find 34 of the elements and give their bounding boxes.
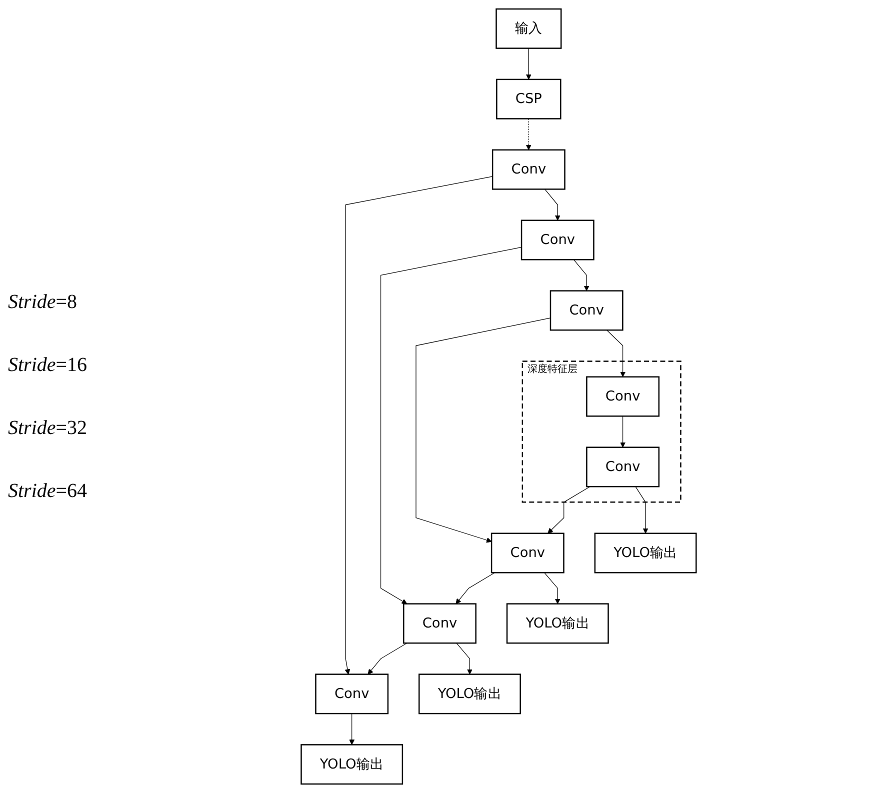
node-box: Conv <box>315 674 389 714</box>
arrow <box>526 118 532 150</box>
node-box: Conv <box>586 376 660 417</box>
arrow <box>635 486 649 534</box>
node-box: Conv <box>550 290 624 331</box>
node-box: YOLO输出 <box>506 603 610 644</box>
node-box: Conv <box>521 220 595 260</box>
node-box: Conv <box>403 603 477 644</box>
node-box: Conv <box>586 446 660 488</box>
node-box: YOLO输出 <box>418 674 522 714</box>
arrow <box>456 572 496 604</box>
stride-label: Stride=64 <box>8 480 88 502</box>
arrow <box>544 572 561 604</box>
node-box: Conv <box>492 149 566 190</box>
arrow <box>606 330 626 378</box>
arrow <box>544 188 561 221</box>
arrow <box>416 318 552 543</box>
stride-label: Stride=8 <box>8 290 78 314</box>
stride-label: Stride=16 <box>8 354 88 376</box>
node-box: Conv <box>491 532 565 574</box>
node-box: YOLO输出 <box>300 744 404 785</box>
arrow <box>620 416 626 448</box>
arrow <box>574 259 590 292</box>
arrow <box>380 246 522 604</box>
stride-label: Stride=32 <box>8 416 88 440</box>
arrow <box>548 486 591 534</box>
node-box: YOLO输出 <box>594 532 698 574</box>
node-box: CSP <box>496 78 562 120</box>
arrow <box>526 48 532 80</box>
node-box: 输入 <box>496 8 562 49</box>
arrow <box>456 642 473 675</box>
arrow <box>368 642 408 675</box>
arrow <box>345 176 494 675</box>
arrow <box>349 713 355 745</box>
